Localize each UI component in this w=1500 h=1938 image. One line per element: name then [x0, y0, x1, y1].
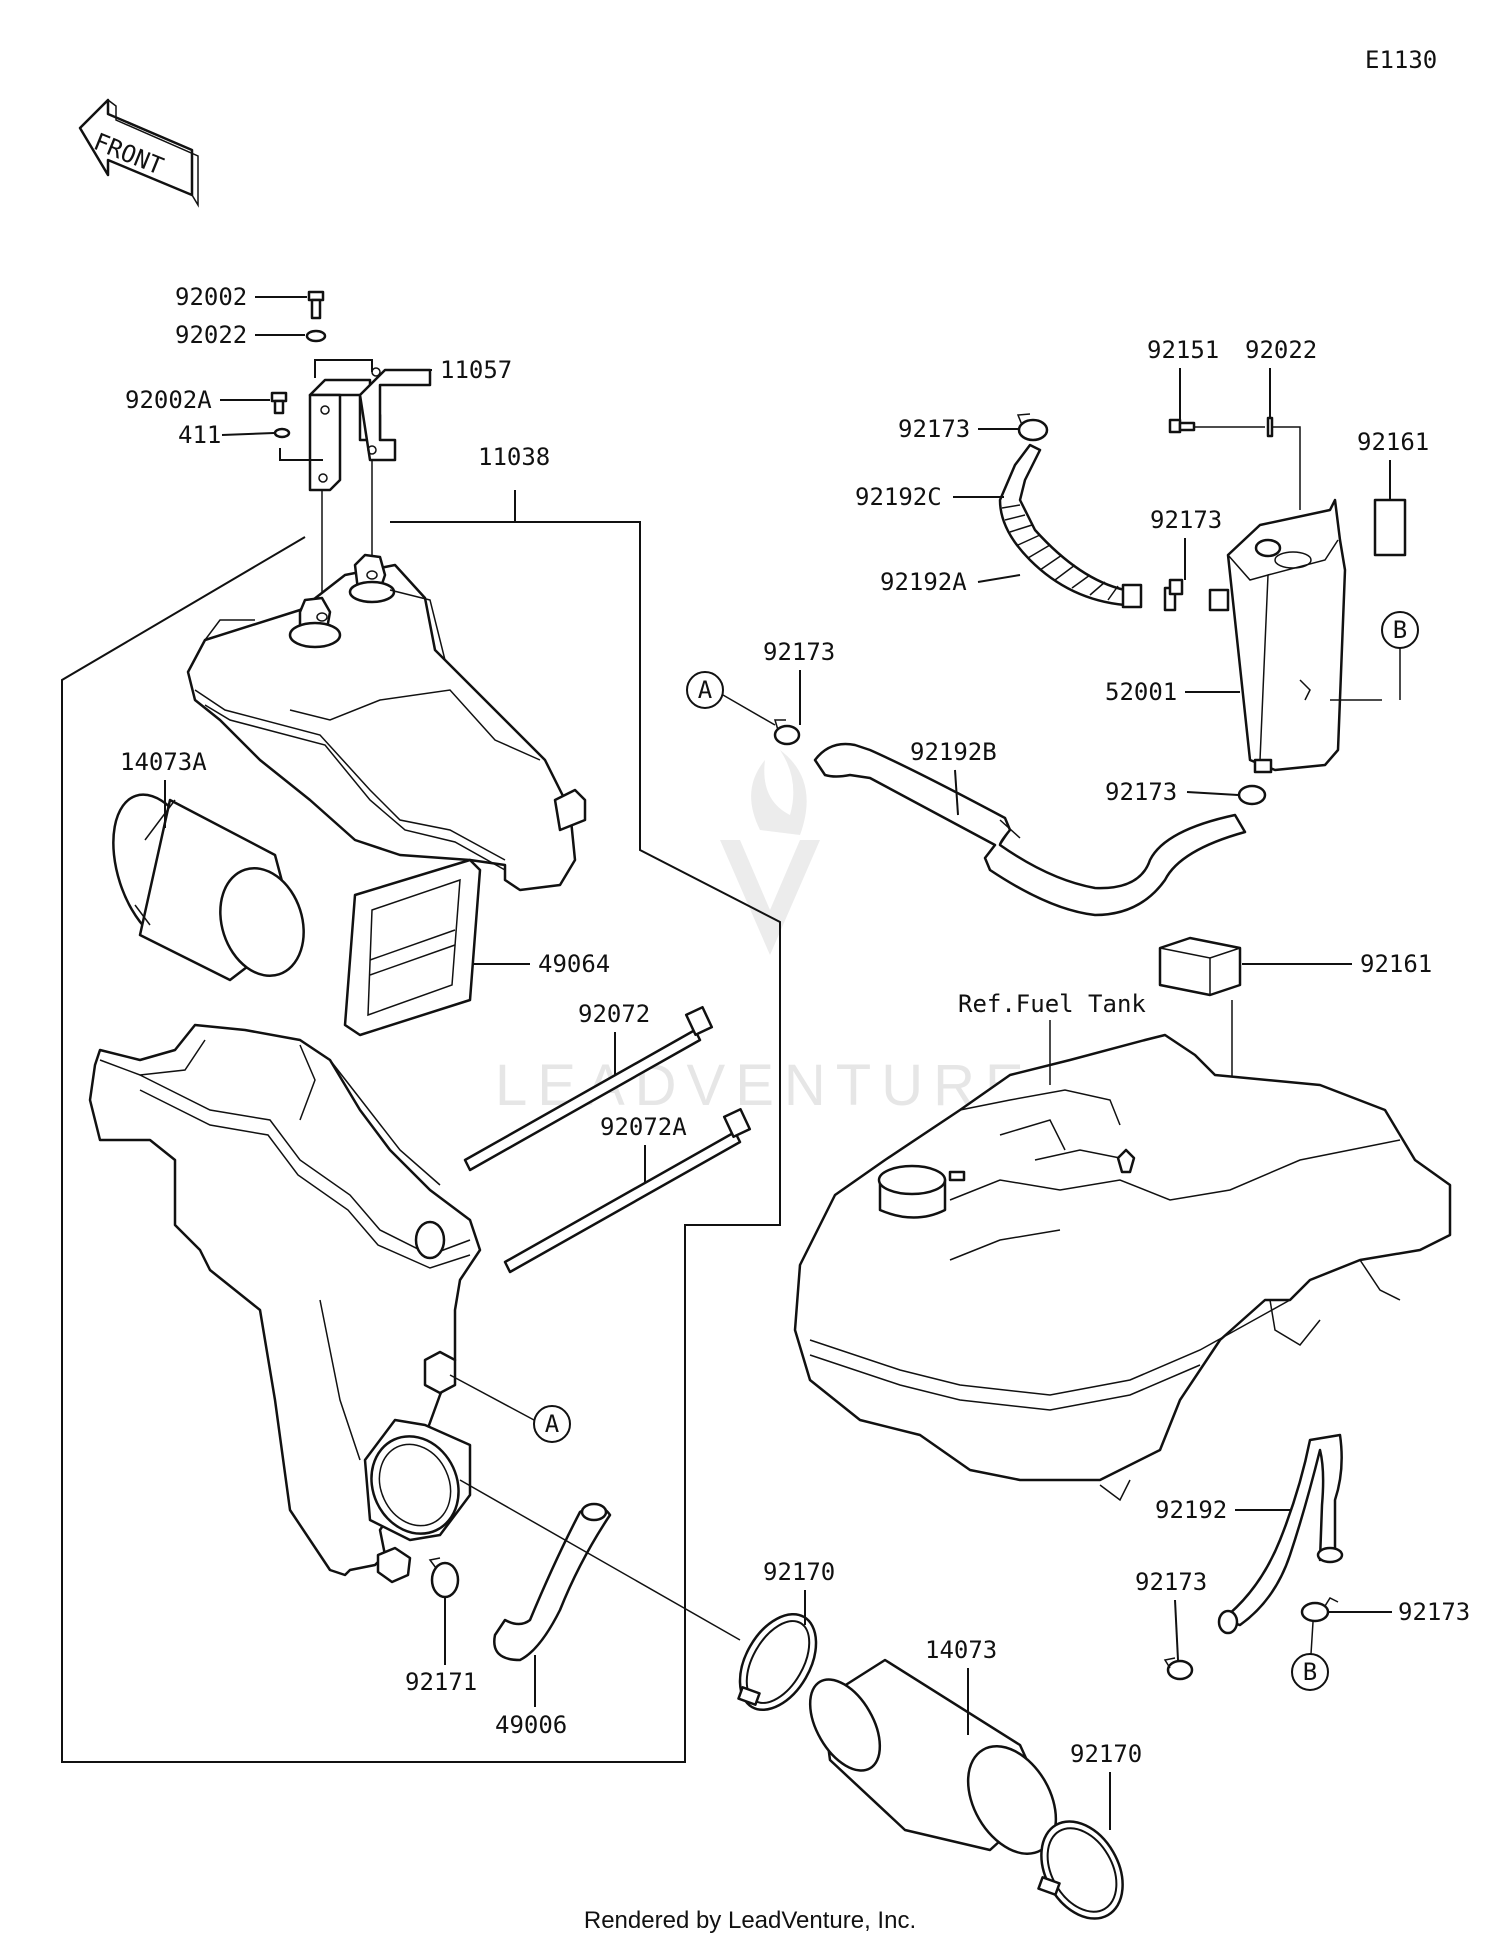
clamp-92173-canister	[1237, 784, 1267, 806]
pad-92161-lower	[1158, 936, 1242, 997]
label-92022-right: 92022	[1245, 336, 1317, 364]
label-92002: 92002	[175, 283, 247, 311]
filter-screen-49064	[343, 858, 482, 1037]
clamp-92171	[428, 1557, 460, 1599]
bolt-92151	[1168, 418, 1196, 434]
label-92171: 92171	[405, 1668, 477, 1696]
label-11057: 11057	[440, 356, 512, 384]
label-14073: 14073	[925, 1636, 997, 1664]
assembly-outline-11038	[61, 521, 781, 1763]
callout-a-housing: A	[533, 1405, 571, 1443]
svg-text:B: B	[1303, 1658, 1317, 1686]
hose-92192	[1217, 1433, 1344, 1635]
clamp-92173-bottom-right	[1300, 1597, 1339, 1623]
footer-credit: Rendered by LeadVenture, Inc.	[584, 1907, 916, 1934]
washer-411	[273, 427, 291, 439]
label-92173-canister: 92173	[1105, 778, 1177, 806]
air-cleaner-upper-housing	[186, 553, 587, 892]
clamp-92170-upper	[737, 1612, 818, 1712]
label-ref-fuel-tank: Ref.Fuel Tank	[958, 990, 1146, 1018]
drain-hose-49006	[493, 1502, 612, 1662]
hose-92192B	[813, 742, 1247, 917]
label-92072: 92072	[578, 1000, 650, 1028]
label-52001: 52001	[1105, 678, 1177, 706]
label-411: 411	[178, 421, 221, 449]
label-14073A: 14073A	[120, 748, 207, 776]
label-92173-bottom-right: 92173	[1398, 1598, 1470, 1626]
label-92151: 92151	[1147, 336, 1219, 364]
label-92022-left: 92022	[175, 321, 247, 349]
svg-text:A: A	[545, 1410, 560, 1438]
clamp-92173-bottom-left	[1163, 1657, 1194, 1681]
label-92161-top: 92161	[1357, 428, 1429, 456]
svg-text:B: B	[1393, 616, 1407, 644]
label-49006: 49006	[495, 1711, 567, 1739]
washer-92022-right	[1266, 416, 1274, 438]
label-92192: 92192	[1155, 1496, 1227, 1524]
bolt-92002	[307, 290, 325, 320]
intake-duct-14073	[808, 1658, 1058, 1855]
canister-52001	[1208, 498, 1347, 774]
label-92173-top: 92173	[898, 415, 970, 443]
callout-b-hose: B	[1291, 1653, 1329, 1691]
front-direction-arrow: FRONT	[78, 98, 199, 208]
label-92170-lower: 92170	[1070, 1740, 1142, 1768]
callout-a-hose: A	[686, 671, 724, 709]
clamp-92170-lower	[1037, 1820, 1124, 1920]
label-92072A: 92072A	[600, 1113, 687, 1141]
label-92192A: 92192A	[880, 568, 967, 596]
label-11038: 11038	[478, 443, 550, 471]
cable-tie-92072	[463, 1005, 714, 1172]
label-92170-upper: 92170	[763, 1558, 835, 1586]
label-49064: 49064	[538, 950, 610, 978]
callout-b-canister: B	[1381, 611, 1419, 649]
svg-text:A: A	[698, 676, 713, 704]
washer-92022	[305, 329, 327, 343]
cable-tie-92072A	[503, 1107, 752, 1274]
bolt-92002A	[270, 391, 288, 415]
clamp-92173-top	[1016, 413, 1049, 442]
bracket-11057	[279, 359, 432, 492]
fuel-tank-reference	[793, 1033, 1452, 1502]
label-92161-lower: 92161	[1360, 950, 1432, 978]
air-filter-element-14073A	[112, 793, 305, 982]
label-92192B: 92192B	[910, 738, 997, 766]
air-cleaner-lower-housing	[88, 1023, 482, 1584]
pad-92161-top	[1373, 498, 1407, 557]
label-92173-bottom-left: 92173	[1135, 1568, 1207, 1596]
diagram-code: E1130	[1365, 46, 1437, 74]
clamp-92173-left	[773, 719, 801, 746]
hose-92192C-92192A	[998, 443, 1184, 612]
label-92002A: 92002A	[125, 386, 212, 414]
label-92173-mid: 92173	[1150, 506, 1222, 534]
label-92173-left: 92173	[763, 638, 835, 666]
label-92192C: 92192C	[855, 483, 942, 511]
